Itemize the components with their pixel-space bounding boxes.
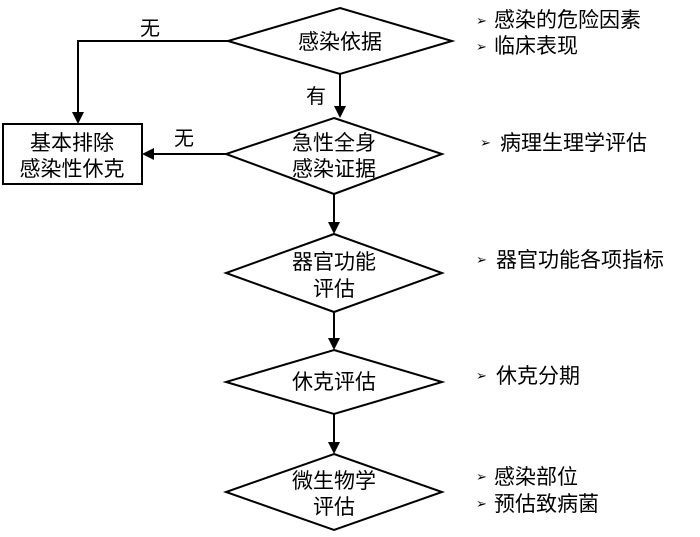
decision-organ-function: [223, 232, 445, 314]
note-organ-indicators: 器官功能各项指标: [496, 248, 664, 272]
edge-no-side-arrowhead: [142, 148, 154, 160]
edge-yes-arrowhead: [334, 106, 346, 118]
node-microbiology-label-1: 微生物学: [292, 469, 376, 493]
node-acute-infection-label-2: 感染证据: [292, 157, 376, 181]
node-microbiology-label-2: 评估: [313, 495, 355, 519]
edge-label-no-side: 无: [174, 126, 194, 150]
edge-4-5-arrowhead: [328, 442, 340, 454]
note-clinical-presentation: 临床表现: [494, 34, 578, 58]
note-shock-staging: 休克分期: [496, 364, 580, 388]
node-infection-basis-label: 感染依据: [298, 30, 382, 54]
arrowhead-bullet-icon: ➢: [480, 136, 491, 151]
arrowhead-bullet-icon: ➢: [476, 470, 487, 485]
node-shock-assessment-label: 休克评估: [292, 370, 376, 394]
edge-2-3-arrowhead: [328, 222, 340, 234]
arrowhead-bullet-icon: ➢: [476, 369, 487, 384]
arrowhead-bullet-icon: ➢: [476, 14, 487, 29]
edge-no-top: [77, 40, 228, 112]
node-organ-function-label-2: 评估: [313, 277, 355, 301]
arrowhead-bullet-icon: ➢: [476, 253, 487, 268]
exclude-box: [2, 123, 143, 185]
decision-microbiology: [222, 452, 446, 532]
note-pathogen-estimate: 预估致病菌: [494, 492, 599, 516]
edge-label-yes: 有: [306, 84, 326, 108]
note-risk-factors: 感染的危险因素: [494, 8, 641, 32]
arrowhead-bullet-icon: ➢: [476, 497, 487, 512]
node-acute-infection-label-1: 急性全身: [292, 131, 376, 155]
edge-no-top-arrowhead: [72, 112, 84, 124]
decision-shock-assessment: [222, 348, 446, 416]
note-infection-site: 感染部位: [494, 465, 578, 489]
edge-3-4-arrowhead: [328, 338, 340, 350]
decision-acute-infection: [222, 116, 446, 196]
edge-label-no-top: 无: [140, 16, 160, 40]
node-organ-function-label-1: 器官功能: [292, 250, 376, 274]
exclude-box-label-1: 基本排除: [30, 131, 114, 155]
exclude-box-label-2: 感染性休克: [20, 157, 125, 181]
note-pathophysiology: 病理生理学评估: [500, 131, 647, 155]
arrowhead-bullet-icon: ➢: [476, 40, 487, 55]
decision-infection-basis: [224, 6, 456, 76]
